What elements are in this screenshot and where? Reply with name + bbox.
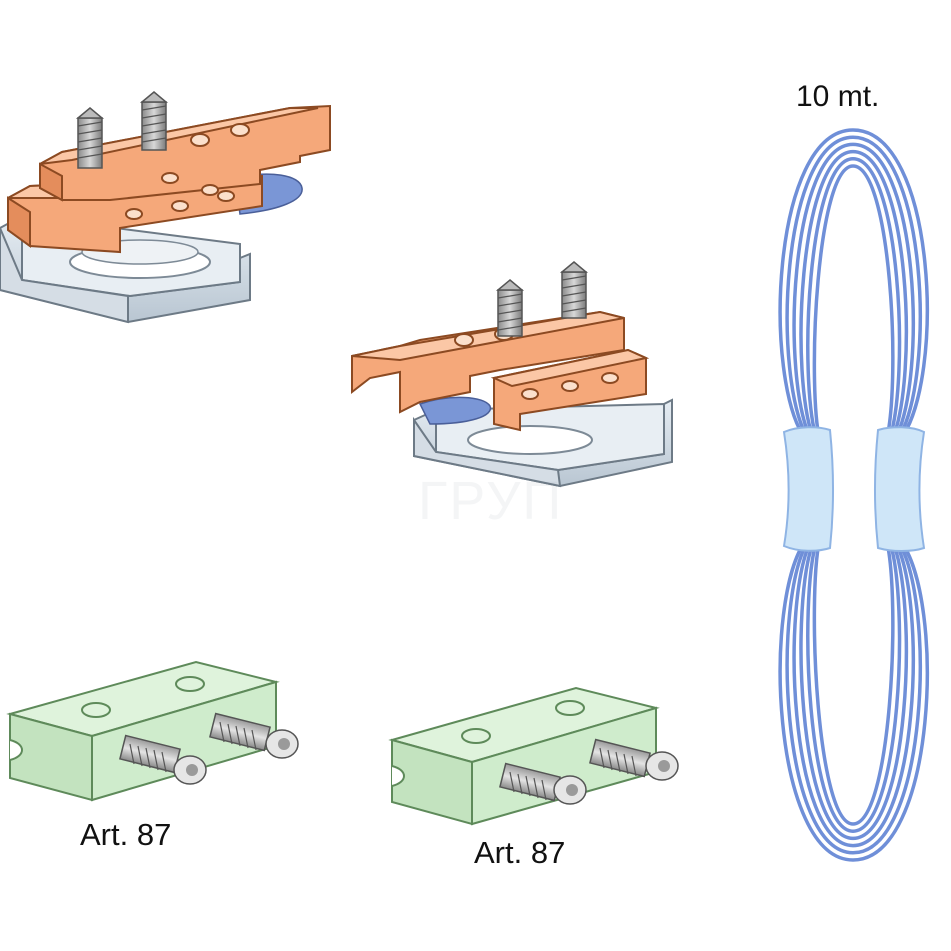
article-label-right: Art. 87 — [474, 835, 566, 870]
threaded-bolt — [75, 107, 105, 169]
hex-screw — [209, 712, 299, 759]
roller-wheel — [467, 425, 593, 455]
article-label-left: Art. 87 — [80, 817, 172, 852]
hex-screw — [119, 734, 207, 785]
threaded-bolt — [495, 279, 525, 337]
connector-block-right — [388, 686, 679, 826]
rope-length-label: 10 mt. — [796, 80, 880, 113]
lower-clamp-plate — [490, 348, 650, 432]
threaded-bolt — [559, 261, 589, 319]
hex-screw — [589, 738, 679, 781]
rope-band-left — [782, 426, 834, 552]
watermark-text: ГРУП — [418, 471, 564, 531]
hex-screw — [499, 762, 587, 805]
threaded-bolt — [139, 91, 169, 151]
clamp-assembly-top-left — [0, 91, 331, 324]
clamp-assembly-center — [351, 261, 673, 488]
blue-disc — [418, 396, 492, 425]
rope-band-right — [874, 426, 926, 552]
upper-clamp-plate — [351, 310, 625, 414]
connector-block-left — [6, 660, 299, 802]
upper-clamp-plate — [39, 104, 331, 202]
